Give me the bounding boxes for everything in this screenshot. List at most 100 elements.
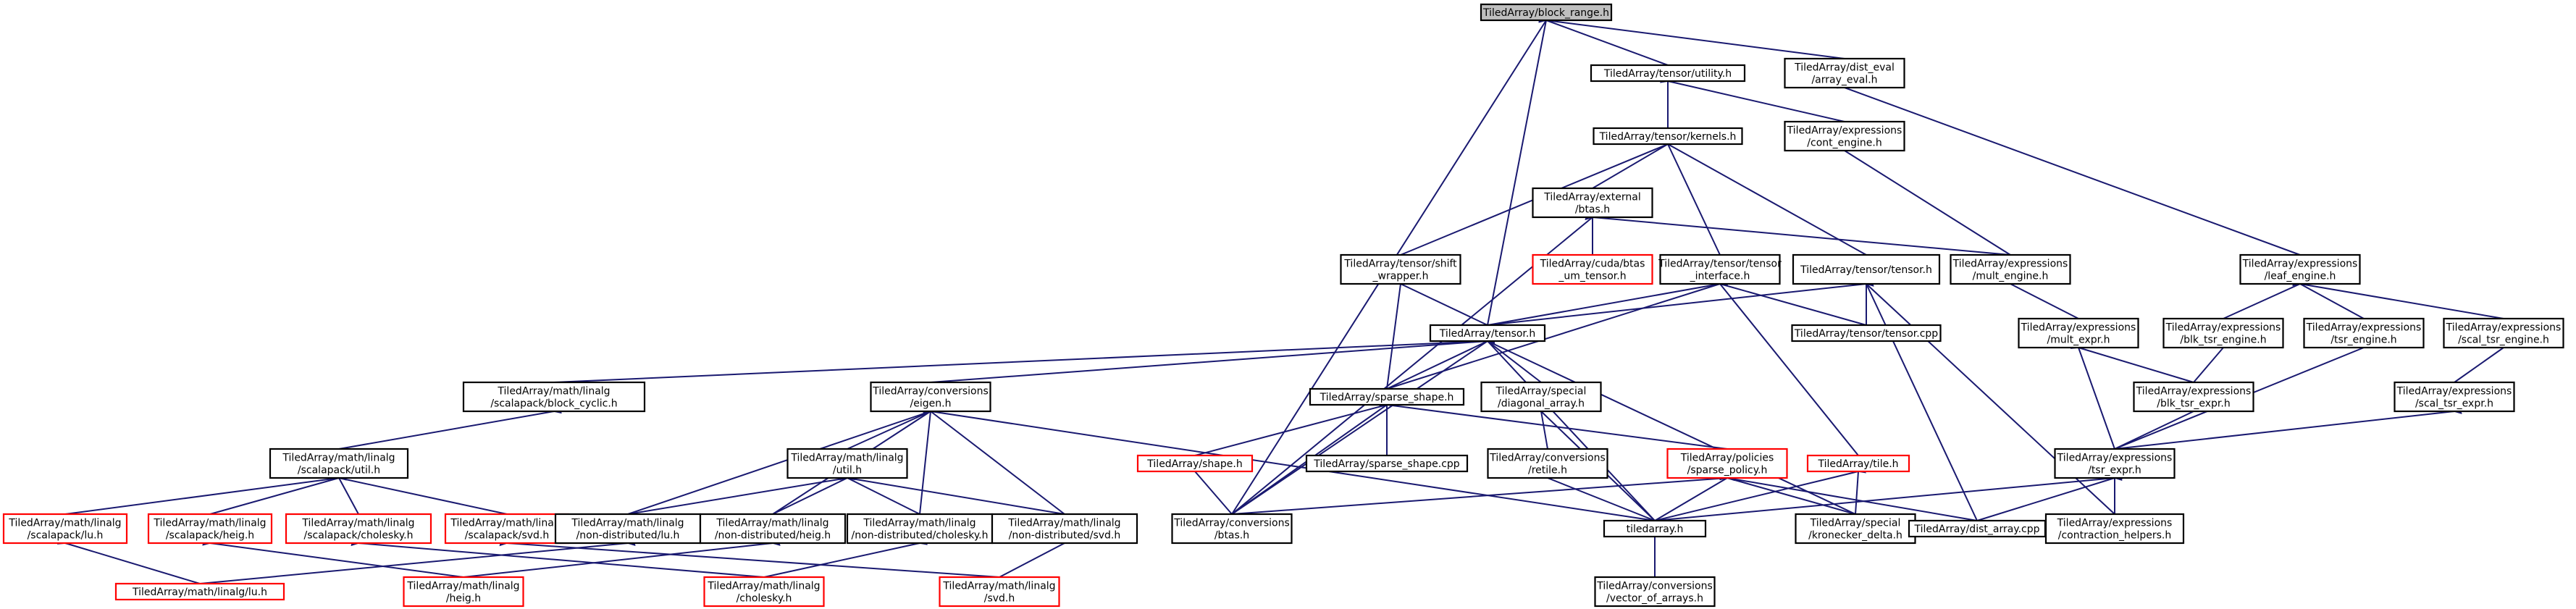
- node-tiledarray_h[interactable]: tiledarray.h: [1603, 519, 1707, 538]
- node-tensor_utility[interactable]: TiledArray/tensor/utility.h: [1590, 64, 1746, 83]
- node-scalapack_block_cyclic[interactable]: TiledArray/math/linalg/scalapack/block_c…: [462, 381, 646, 413]
- node-box[interactable]: [1309, 387, 1465, 406]
- node-box[interactable]: [1480, 3, 1613, 22]
- node-conversions_retile[interactable]: TiledArray/conversions/retile.h: [1487, 448, 1608, 479]
- node-box[interactable]: [147, 513, 273, 545]
- node-expr_tsr_engine[interactable]: TiledArray/expressions/tsr_engine.h: [2303, 317, 2425, 349]
- node-box[interactable]: [1792, 253, 1941, 285]
- node-conversions_vector_of_arrays[interactable]: TiledArray/conversions/vector_of_arrays.…: [1594, 576, 1716, 608]
- node-box[interactable]: [1806, 454, 1910, 473]
- node-box[interactable]: [403, 576, 524, 608]
- node-box[interactable]: [1480, 381, 1602, 413]
- node-box[interactable]: [1791, 324, 1942, 343]
- node-tensor_shift_wrapper[interactable]: TiledArray/tensor/shift_wrapper.h: [1340, 253, 1461, 285]
- node-sparse_shape_h[interactable]: TiledArray/sparse_shape.h: [1309, 387, 1465, 406]
- node-box[interactable]: [991, 513, 1138, 545]
- node-scalapack_svd[interactable]: TiledArray/math/linalg/scalapack/svd.h: [444, 513, 570, 545]
- node-box[interactable]: [2, 513, 128, 545]
- node-expr_scal_tsr_expr[interactable]: TiledArray/expressions/scal_tsr_expr.h: [2394, 381, 2515, 413]
- node-nondist_lu[interactable]: TiledArray/math/linalg/non-distributed/l…: [554, 513, 702, 545]
- node-box[interactable]: [1593, 127, 1743, 146]
- node-expr_blk_tsr_expr[interactable]: TiledArray/expressions/blk_tsr_expr.h: [2133, 381, 2254, 413]
- node-box[interactable]: [2394, 381, 2515, 413]
- node-tensor_h[interactable]: TiledArray/tensor.h: [1429, 324, 1546, 343]
- node-scalapack_lu[interactable]: TiledArray/math/linalg/scalapack/lu.h: [2, 513, 128, 545]
- node-linalg_lu[interactable]: TiledArray/math/linalg/lu.h: [114, 582, 285, 601]
- node-box[interactable]: [1784, 120, 1905, 152]
- node-box[interactable]: [2133, 381, 2254, 413]
- node-box[interactable]: [1659, 253, 1781, 285]
- node-linalg_svd[interactable]: TiledArray/math/linalg/svd.h: [939, 576, 1060, 608]
- node-special_diagonal_array[interactable]: TiledArray/special/diagonal_array.h: [1480, 381, 1602, 413]
- node-box[interactable]: [1594, 576, 1716, 608]
- node-scalapack_cholesky[interactable]: TiledArray/math/linalg/scalapack/cholesk…: [285, 513, 432, 545]
- node-box[interactable]: [2303, 317, 2425, 349]
- node-box[interactable]: [1305, 454, 1469, 473]
- node-linalg_util[interactable]: TiledArray/math/linalg/util.h: [786, 448, 908, 479]
- node-policies_sparse_policy[interactable]: TiledArray/policies/sparse_policy.h: [1666, 448, 1788, 479]
- node-scalapack_heig[interactable]: TiledArray/math/linalg/scalapack/heig.h: [147, 513, 273, 545]
- node-conversions_btas[interactable]: TiledArray/conversions/btas.h: [1171, 513, 1293, 545]
- node-box[interactable]: [699, 513, 847, 545]
- node-dist_eval_array_eval[interactable]: TiledArray/dist_eval/array_eval.h: [1784, 57, 1905, 89]
- node-box[interactable]: [1784, 57, 1905, 89]
- node-box[interactable]: [1950, 253, 2071, 285]
- node-tensor_tensor_h[interactable]: TiledArray/tensor/tensor.h: [1792, 253, 1941, 285]
- node-conversions_eigen[interactable]: TiledArray/conversions/eigen.h: [870, 381, 991, 413]
- node-box[interactable]: [114, 582, 285, 601]
- node-box[interactable]: [1532, 253, 1653, 285]
- node-box[interactable]: [269, 448, 409, 479]
- node-box[interactable]: [1666, 448, 1788, 479]
- node-box[interactable]: [2018, 317, 2139, 349]
- node-box[interactable]: [1171, 513, 1293, 545]
- node-cuda_btas[interactable]: TiledArray/cuda/btas_um_tensor.h: [1532, 253, 1653, 285]
- node-linalg_cholesky[interactable]: TiledArray/math/linalg/cholesky.h: [703, 576, 825, 608]
- node-box[interactable]: [1795, 513, 1916, 545]
- node-expr_blk_tsr_engine[interactable]: TiledArray/expressions/blk_tsr_engine.h: [2162, 317, 2284, 349]
- node-box[interactable]: [2054, 448, 2176, 479]
- edge-block_range-to-tensor_h: [1487, 12, 1551, 326]
- node-box[interactable]: [1532, 187, 1653, 219]
- node-expr_cont_engine[interactable]: TiledArray/expressions/cont_engine.h: [1784, 120, 1905, 152]
- node-expr_leaf_engine[interactable]: TiledArray/expressions/leaf_engine.h: [2239, 253, 2361, 285]
- node-box[interactable]: [1590, 64, 1746, 83]
- node-box[interactable]: [444, 513, 570, 545]
- node-shape_h[interactable]: TiledArray/shape.h: [1136, 454, 1254, 473]
- node-box[interactable]: [1603, 519, 1707, 538]
- node-special_kronecker_delta[interactable]: TiledArray/special/kronecker_delta.h: [1795, 513, 1916, 545]
- node-box[interactable]: [1136, 454, 1254, 473]
- node-box[interactable]: [2239, 253, 2361, 285]
- node-box[interactable]: [285, 513, 432, 545]
- node-tile_h[interactable]: TiledArray/tile.h: [1806, 454, 1910, 473]
- node-sparse_shape_cpp[interactable]: TiledArray/sparse_shape.cpp: [1305, 454, 1469, 473]
- node-box[interactable]: [703, 576, 825, 608]
- node-expr_tsr_expr[interactable]: TiledArray/expressions/tsr_expr.h: [2054, 448, 2176, 479]
- node-tensor_tensor_interface[interactable]: TiledArray/tensor/tensor_interface.h: [1658, 253, 1782, 285]
- node-box[interactable]: [870, 381, 991, 413]
- node-tensor_cpp[interactable]: TiledArray/tensor/tensor.cpp: [1791, 324, 1942, 343]
- node-box[interactable]: [2162, 317, 2284, 349]
- node-box[interactable]: [1487, 448, 1608, 479]
- node-box[interactable]: [2443, 317, 2564, 349]
- node-nondist_svd[interactable]: TiledArray/math/linalg/non-distributed/s…: [991, 513, 1138, 545]
- node-nondist_cholesky[interactable]: TiledArray/math/linalg/non-distributed/c…: [846, 513, 994, 545]
- node-tensor_kernels[interactable]: TiledArray/tensor/kernels.h: [1593, 127, 1743, 146]
- node-block_range[interactable]: TiledArray/block_range.h: [1480, 3, 1613, 22]
- node-nondist_heig[interactable]: TiledArray/math/linalg/non-distributed/h…: [699, 513, 847, 545]
- node-box[interactable]: [786, 448, 908, 479]
- node-box[interactable]: [2044, 513, 2185, 545]
- node-expr_scal_tsr_engine[interactable]: TiledArray/expressions/scal_tsr_engine.h: [2443, 317, 2564, 349]
- node-label: /non-distributed/heig.h: [715, 530, 831, 542]
- node-box[interactable]: [846, 513, 994, 545]
- node-scalapack_util[interactable]: TiledArray/math/linalg/scalapack/util.h: [269, 448, 409, 479]
- node-dist_array_cpp[interactable]: TiledArray/dist_array.cpp: [1908, 519, 2047, 538]
- node-expr_mult_expr[interactable]: TiledArray/expressions/mult_expr.h: [2018, 317, 2139, 349]
- node-linalg_heig[interactable]: TiledArray/math/linalg/heig.h: [403, 576, 524, 608]
- node-box[interactable]: [939, 576, 1060, 608]
- node-expr_contraction_helpers[interactable]: TiledArray/expressions/contraction_helpe…: [2044, 513, 2185, 545]
- node-box[interactable]: [1429, 324, 1546, 343]
- node-box[interactable]: [1340, 253, 1461, 285]
- node-expr_mult_engine[interactable]: TiledArray/expressions/mult_engine.h: [1950, 253, 2071, 285]
- node-external_btas[interactable]: TiledArray/external/btas.h: [1532, 187, 1653, 219]
- node-box[interactable]: [462, 381, 646, 413]
